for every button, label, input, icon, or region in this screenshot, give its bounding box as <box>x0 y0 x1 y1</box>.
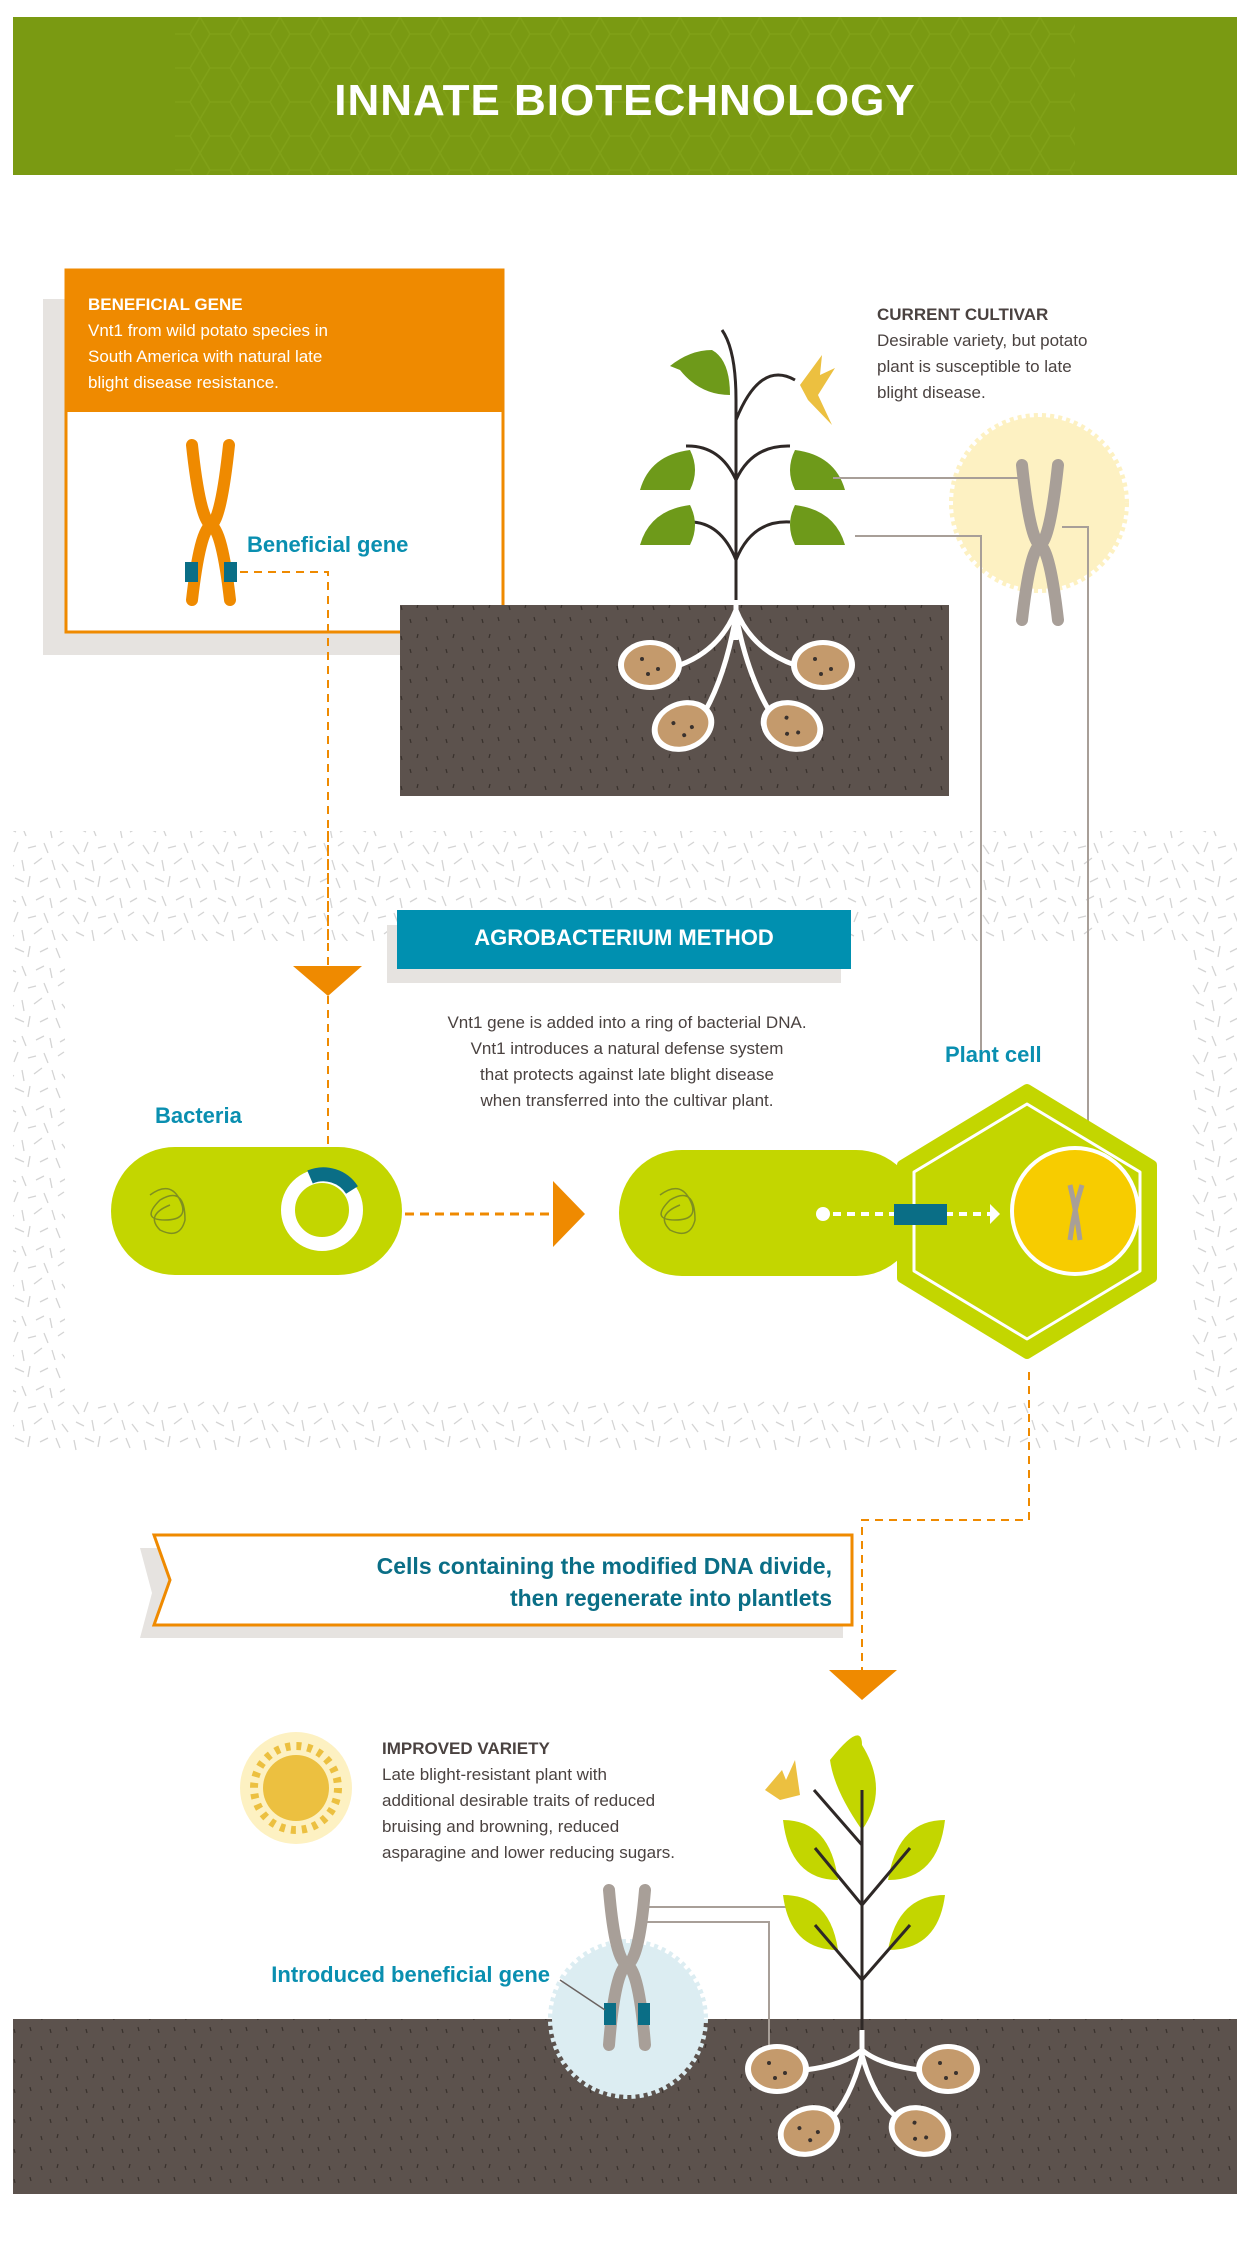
sunburst <box>949 413 1129 593</box>
flower-icon <box>800 355 835 425</box>
text-line: bruising and browning, reduced <box>382 1817 620 1836</box>
grey-chromosome-icon <box>1016 459 1064 626</box>
current-cultivar-text: CURRENT CULTIVAR Desirable variety, but … <box>877 302 1087 406</box>
arrow-right-icon <box>990 1204 1000 1224</box>
banner-text: Cells containing the modified DNA divide… <box>200 1550 832 1614</box>
bacteria-icon <box>111 1147 402 1275</box>
sun-icon <box>240 1732 352 1844</box>
plant-cell-icon <box>897 1084 1157 1359</box>
grey-chromosome-icon <box>603 1884 651 2051</box>
plant-cell-label: Plant cell <box>945 1042 1042 1067</box>
arrow-down-icon <box>293 966 362 996</box>
agrobacterium-title: AGROBACTERIUM METHOD <box>474 925 774 950</box>
improved-variety-heading: IMPROVED VARIETY <box>382 1739 550 1758</box>
dna-tangle-icon <box>149 1187 186 1235</box>
flower-icon <box>765 1760 800 1800</box>
sunburst <box>548 1939 708 2099</box>
agrobacterium-title-box <box>397 910 851 969</box>
improved-plant-icon <box>745 1735 980 2166</box>
bacteria-label: Bacteria <box>155 1103 242 1128</box>
text-line: blight disease resistance. <box>88 373 279 392</box>
gene-segment <box>894 1204 947 1225</box>
arrow-down-icon <box>829 1670 897 1700</box>
orange-chromosome-icon <box>185 439 237 606</box>
introduced-gene-label: Introduced beneficial gene <box>271 1962 550 1987</box>
text-line: Cells containing the modified DNA divide… <box>376 1553 832 1579</box>
current-cultivar-heading: CURRENT CULTIVAR <box>877 305 1049 324</box>
beneficial-gene-text: BENEFICIAL GENE Vnt1 from wild potato sp… <box>88 292 328 396</box>
text-line: that protects against late blight diseas… <box>480 1065 774 1084</box>
text-line: blight disease. <box>877 383 986 402</box>
agrobacterium-description: Vnt1 gene is added into a ring of bacter… <box>400 1010 854 1114</box>
beneficial-gene-label: Beneficial gene <box>247 532 409 557</box>
arrow-right-icon <box>553 1181 585 1247</box>
modified-bacteria-icon <box>619 1150 919 1276</box>
improved-variety-text: IMPROVED VARIETY Late blight-resistant p… <box>382 1736 675 1866</box>
beneficial-gene-heading: BENEFICIAL GENE <box>88 295 243 314</box>
text-line: Vnt1 from wild potato species in <box>88 321 329 340</box>
text-line: Vnt1 gene is added into a ring of bacter… <box>447 1013 807 1032</box>
page-title: INNATE BIOTECHNOLOGY <box>334 76 916 125</box>
text-line: when transferred into the cultivar plant… <box>480 1091 774 1110</box>
text-line: South America with natural late <box>88 347 323 366</box>
text-line: then regenerate into plantlets <box>509 1585 832 1611</box>
text-line: Desirable variety, but potato <box>877 331 1088 350</box>
current-plant-icon <box>618 329 855 761</box>
text-line: asparagine and lower reducing sugars. <box>382 1843 675 1862</box>
text-line: Late blight-resistant plant with <box>382 1765 607 1784</box>
text-line: additional desirable traits of reduced <box>382 1791 656 1810</box>
text-line: Vnt1 introduces a natural defense system <box>470 1039 784 1058</box>
regenerate-banner <box>151 1533 854 1627</box>
text-line: plant is susceptible to late <box>877 357 1072 376</box>
